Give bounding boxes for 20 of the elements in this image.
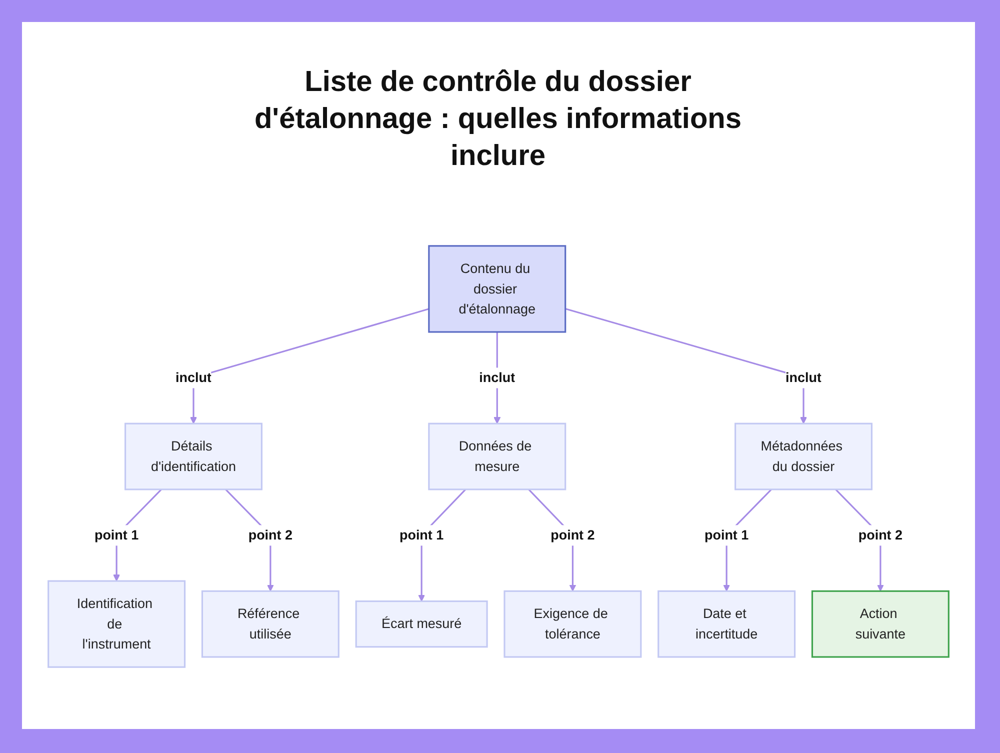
edge-label: point 1 <box>704 525 749 546</box>
process-box: Contenu du dossier d'étalonnage <box>428 245 566 333</box>
edge-label: point 1 <box>399 525 444 546</box>
process-box: Référence utilisée <box>201 590 340 658</box>
process-box: Action suivante <box>811 590 950 658</box>
arrow <box>190 308 430 424</box>
process-box: Date et incertitude <box>658 590 796 658</box>
process-box: Données de mesure <box>428 422 566 490</box>
arrow <box>565 308 807 424</box>
process-box: Exigence de tolérance <box>504 590 642 658</box>
process-box: Écart mesuré <box>355 600 488 648</box>
diagram-title: Liste de contrôle du dossier d'étalonnage : quelles informations inclure <box>253 65 743 174</box>
edge-label: point 2 <box>550 525 595 546</box>
edge-label: inclut <box>479 368 516 388</box>
process-box: Identification de l'instrument <box>48 580 186 668</box>
process-box: Métadonnées du dossier <box>734 422 873 490</box>
edge-label: point 2 <box>248 525 293 546</box>
edge-label: point 2 <box>858 525 903 546</box>
edge-label: point 1 <box>94 525 139 546</box>
process-box: Détails d'identification <box>124 422 262 490</box>
